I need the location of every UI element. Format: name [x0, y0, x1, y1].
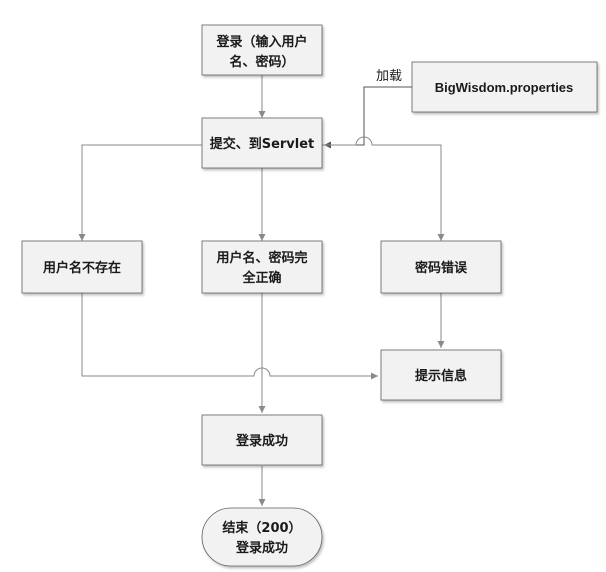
node-show-message-label: 提示信息	[415, 368, 467, 384]
node-credentials-ok-line2: 全正确	[241, 270, 281, 286]
edge-properties-to-submit	[324, 86, 412, 149]
node-submit: 提交、到Servlet	[201, 117, 323, 169]
node-show-message: 提示信息	[380, 349, 502, 401]
node-submit-label: 提交、到Servlet	[210, 136, 315, 152]
node-credentials-ok-line1: 用户名、密码完	[215, 250, 307, 266]
node-user-not-exist: 用户名不存在	[21, 240, 143, 294]
node-properties: BigWisdom.properties	[411, 61, 598, 113]
node-login-success-label: 登录成功	[235, 433, 288, 449]
node-end-line1: 结束（200）	[222, 520, 301, 536]
edge-user-not-exist-to-show-message	[81, 293, 378, 380]
node-end: 结束（200） 登录成功	[201, 507, 323, 567]
node-password-error: 密码错误	[380, 240, 502, 294]
node-properties-label: BigWisdom.properties	[435, 80, 574, 95]
node-end-line2: 登录成功	[235, 540, 288, 556]
edge-submit-to-user-not-exist	[78, 144, 202, 241]
node-login-line2: 名、密码）	[229, 54, 294, 70]
node-login: 登录（输入用户 名、密码）	[201, 24, 323, 76]
edge-submit-to-password-error	[322, 136, 445, 241]
load-label: 加载	[376, 69, 402, 84]
node-password-error-label: 密码错误	[414, 260, 468, 276]
node-login-line1: 登录（输入用户	[215, 34, 307, 50]
node-credentials-ok: 用户名、密码完 全正确	[201, 240, 323, 294]
node-user-not-exist-label: 用户名不存在	[42, 260, 121, 276]
node-login-success: 登录成功	[201, 414, 323, 466]
